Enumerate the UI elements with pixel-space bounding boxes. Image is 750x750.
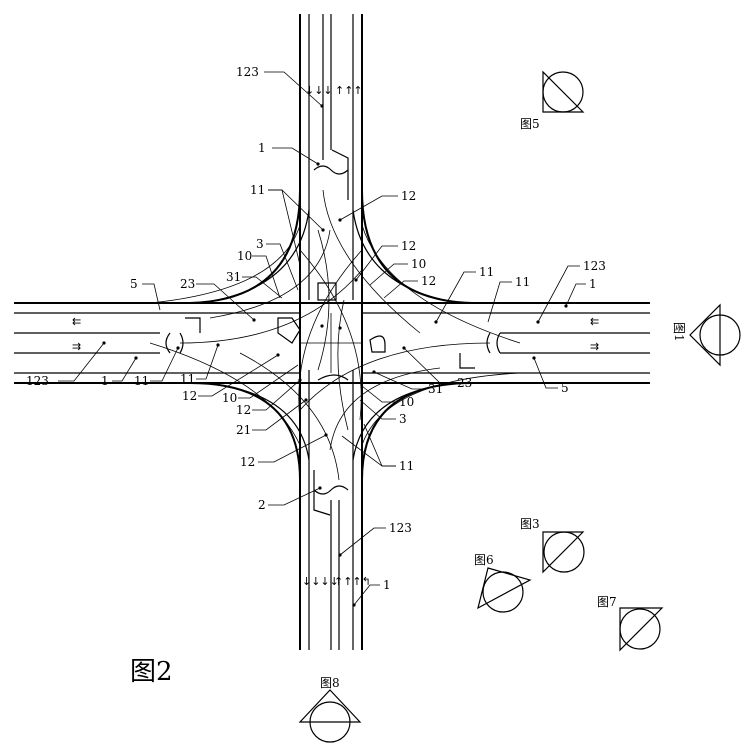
label-1: 1 <box>258 141 266 155</box>
label-10: 10 <box>222 391 237 405</box>
label-23: 23 <box>457 376 472 390</box>
view-label-fig3: 图8 <box>320 676 340 690</box>
lane-arrow-west-right: ⇉ <box>72 340 81 353</box>
label-5: 5 <box>130 277 138 291</box>
label-12: 12 <box>401 189 416 203</box>
view-label-fig6: 图5 <box>520 117 540 131</box>
corner-curves <box>149 189 521 481</box>
label-10: 10 <box>411 257 426 271</box>
lane-arrows: ↓↓↓ ↑↑↑ ↓↓↓↓ ↑↑↑↰ ⇇ ⇉ ⇇ ⇉ <box>72 84 599 588</box>
view-marker-fig6: 图5 <box>520 70 585 131</box>
label-21: 21 <box>236 423 251 437</box>
view-label-fig8: 图7 <box>597 595 617 609</box>
label-12: 12 <box>236 403 251 417</box>
label-123: 123 <box>583 259 606 273</box>
label-12: 12 <box>240 455 255 469</box>
view-label-fig5: 图3 <box>520 517 540 531</box>
label-10: 10 <box>399 395 414 409</box>
label-10: 10 <box>237 249 252 263</box>
label-123: 123 <box>236 65 259 79</box>
label-123: 123 <box>389 521 412 535</box>
label-1: 1 <box>101 374 109 388</box>
lane-arrow-north-up: ↑↑↑ <box>335 84 363 97</box>
label-5: 5 <box>561 381 569 395</box>
label-2: 2 <box>258 498 266 512</box>
callout-labels: 123 1 11 12 3 12 10 10 12 31 23 5 11 11 … <box>26 65 606 592</box>
lane-arrow-east-left: ⇇ <box>590 315 599 328</box>
median-islands <box>165 149 501 516</box>
label-12: 12 <box>401 239 416 253</box>
callout-leaders <box>58 71 586 606</box>
label-31: 31 <box>428 382 443 396</box>
label-11: 11 <box>479 265 494 279</box>
label-31: 31 <box>226 270 241 284</box>
view-marker-fig8: 图7 <box>597 595 664 652</box>
lane-arrow-south-down: ↓↓↓↓ <box>302 575 339 588</box>
view-label-fig1: 图1 <box>672 322 686 342</box>
lane-arrow-west-left: ⇇ <box>72 315 81 328</box>
label-3: 3 <box>256 237 264 251</box>
label-11: 11 <box>515 275 530 289</box>
view-marker-fig5: 图3 <box>520 517 585 574</box>
label-1: 1 <box>383 578 391 592</box>
figure-caption: 图2 <box>130 657 173 687</box>
label-12: 12 <box>182 389 197 403</box>
label-123: 123 <box>26 374 49 388</box>
callout-dots <box>102 104 568 607</box>
lane-arrow-east-right: ⇉ <box>590 340 599 353</box>
view-marker-fig3: 图8 <box>298 676 362 743</box>
label-1: 1 <box>589 277 597 291</box>
label-3: 3 <box>399 412 407 426</box>
label-11: 11 <box>180 372 195 386</box>
label-12: 12 <box>421 274 436 288</box>
label-11: 11 <box>134 374 149 388</box>
label-11: 11 <box>250 183 265 197</box>
lane-arrow-south-up: ↑↑↑↰ <box>334 575 371 588</box>
label-23: 23 <box>180 277 195 291</box>
view-label-fig7: 图6 <box>474 553 494 567</box>
north-south-road <box>299 14 363 650</box>
view-marker-fig7: 图6 <box>474 553 532 613</box>
lane-arrow-north-down: ↓↓↓ <box>305 84 333 97</box>
label-11: 11 <box>399 459 414 473</box>
view-marker-fig1: 图1 <box>672 303 741 367</box>
